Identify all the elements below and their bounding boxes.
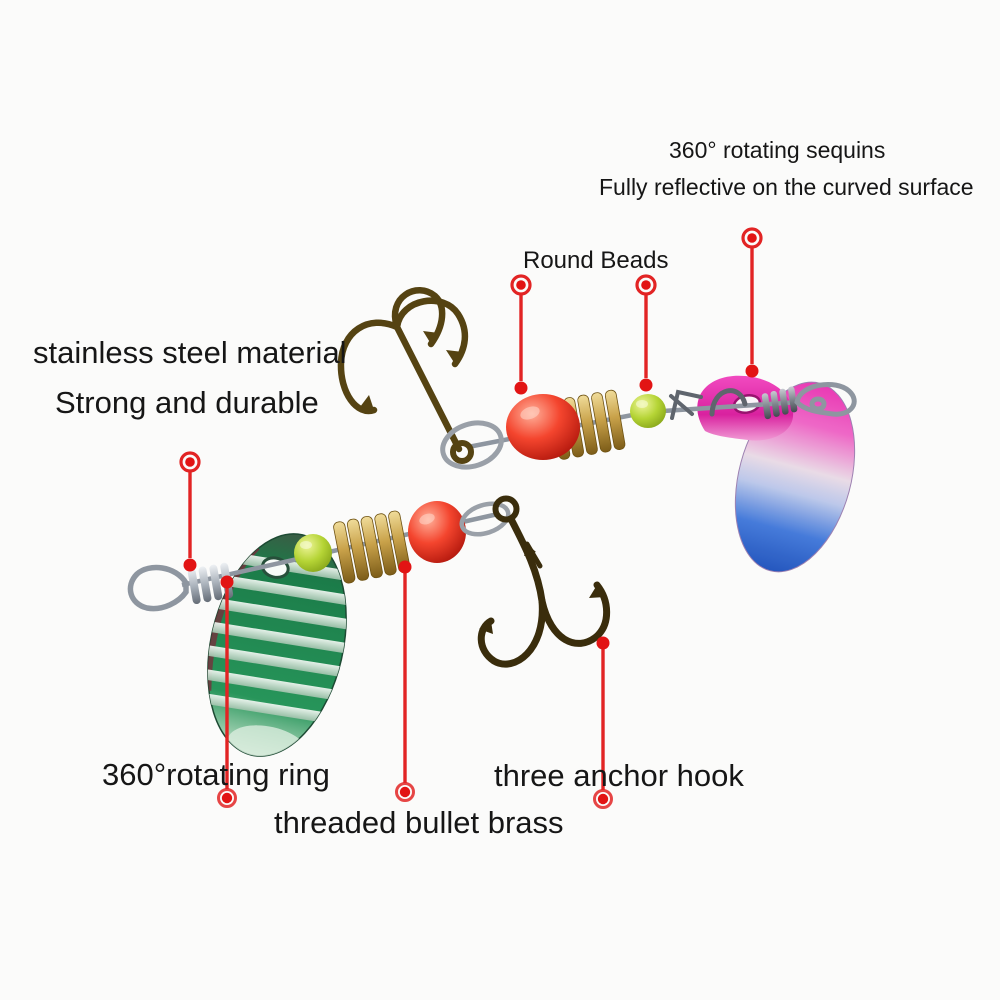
hook-split-ring — [440, 420, 504, 470]
bottom-red-bead — [408, 501, 466, 563]
callout-anchor-hook — [593, 636, 613, 809]
hook-split-ring — [459, 501, 511, 537]
top-red-bead — [506, 394, 580, 460]
snap-clasp — [669, 388, 748, 420]
bottom-brass-body — [333, 510, 411, 584]
snap-swivel-coils — [761, 386, 798, 420]
callout-bullet-brass — [395, 560, 415, 802]
label-strong-durable: Strong and durable — [55, 385, 319, 420]
callout-round-beads-right — [635, 274, 657, 392]
callout-rotating-ring — [217, 575, 237, 808]
swivel-end-loop — [794, 382, 857, 417]
callout-stainless-steel — [179, 451, 201, 572]
bottom-lure — [127, 495, 611, 770]
pink-blue-spinner-blade — [697, 375, 856, 573]
callouts — [179, 227, 763, 809]
bottom-treble-hook — [477, 495, 611, 668]
callout-round-beads-left — [510, 274, 532, 395]
bottom-green-bead — [294, 534, 332, 572]
label-round-beads: Round Beads — [523, 247, 669, 274]
label-bullet-brass: threaded bullet brass — [274, 805, 564, 840]
hook-eye — [492, 495, 520, 523]
hook-eye — [450, 440, 474, 464]
top-green-bead — [630, 394, 666, 428]
label-stainless-steel: stainless steel material — [33, 335, 347, 370]
label-rotating-sequins: 360° rotating sequins — [669, 137, 886, 163]
top-treble-hook — [337, 287, 474, 464]
label-anchor-hook: three anchor hook — [494, 758, 744, 793]
callout-sequins — [741, 227, 763, 378]
top-lure — [337, 287, 857, 573]
label-rotating-ring: 360°rotating ring — [102, 757, 330, 792]
label-fully-reflective: Fully reflective on the curved surface — [599, 174, 974, 200]
